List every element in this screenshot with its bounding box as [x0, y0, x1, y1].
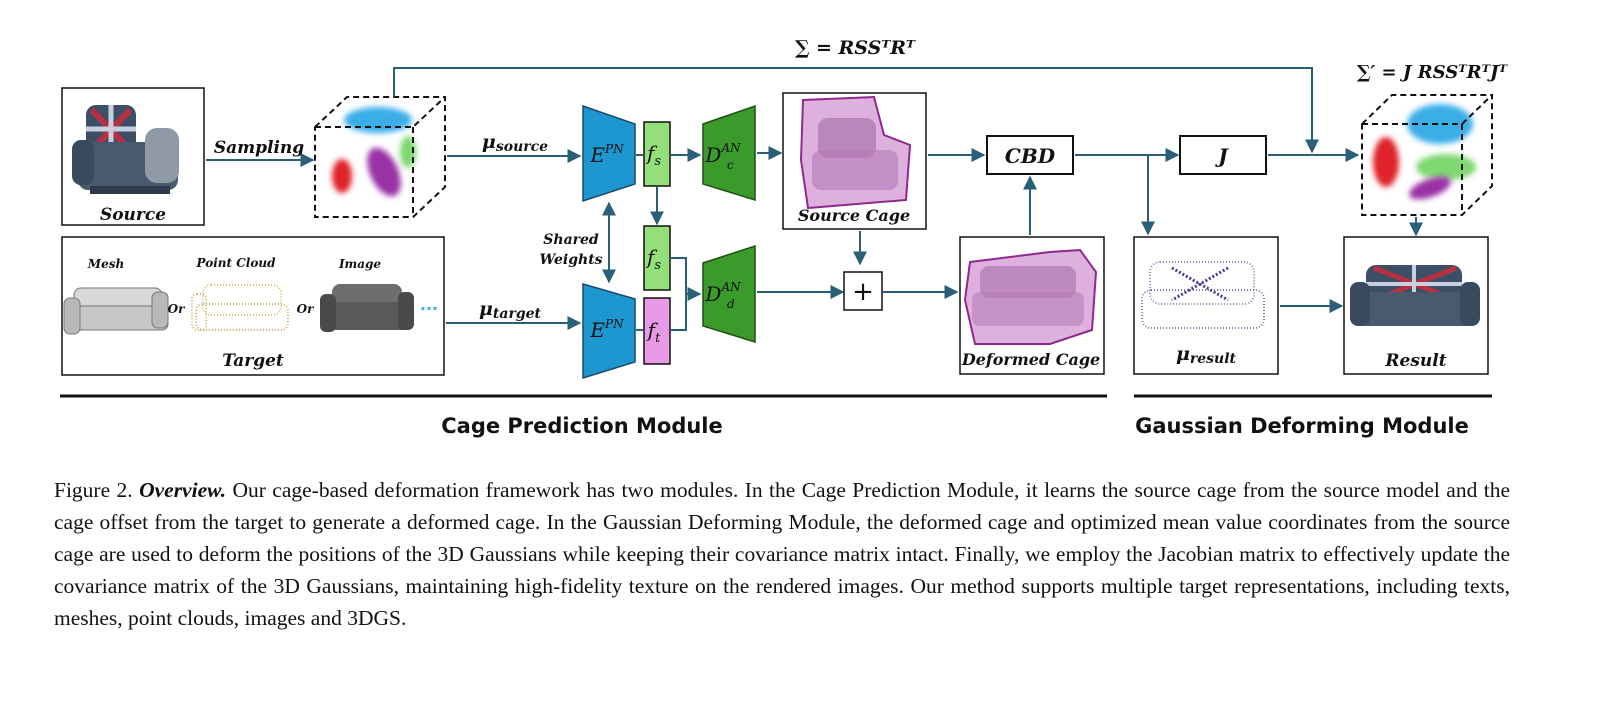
deformed-gaussian-cube — [1361, 94, 1493, 216]
shared-weights-line1: Shared — [543, 232, 599, 248]
mesh-label: Mesh — [87, 257, 124, 271]
svg-text:CBD: CBD — [1005, 144, 1056, 168]
feature-fs-top: fs — [643, 121, 671, 187]
sigma-formula: ∑ = RSSᵀRᵀ — [795, 37, 916, 59]
overview-diagram: Source Sampling ∑ = RSSᵀRᵀ μsource Mesh … — [60, 37, 1509, 438]
target-panel: Mesh Point Cloud Image Or Or ··· Target — [61, 236, 445, 376]
caption-title: Overview. — [139, 478, 227, 502]
mu-result-panel: μresult — [1133, 236, 1279, 375]
feature-ft: ft — [643, 297, 671, 365]
mu-source-label: μsource — [482, 131, 548, 155]
svg-text:DAN: DAN — [704, 280, 741, 306]
svg-text:+: + — [852, 277, 874, 307]
result-panel: Result — [1343, 236, 1489, 375]
plus-node: + — [843, 271, 883, 311]
result-label: Result — [1384, 351, 1446, 371]
svg-text:EPN: EPN — [589, 317, 624, 342]
concat-bracket — [671, 257, 687, 331]
or-label-2: Or — [297, 302, 315, 316]
figure-caption: Figure 2. Overview. Our cage-based defor… — [54, 474, 1510, 634]
svg-text:J: J — [1214, 144, 1229, 168]
caption-prefix: Figure 2. — [54, 478, 133, 502]
source-gaussian-cube — [314, 96, 446, 218]
deformed-cage-panel: Deformed Cage — [959, 236, 1105, 375]
image-sofa — [320, 284, 414, 332]
image-label: Image — [338, 257, 381, 271]
cbd-node: CBD — [986, 135, 1074, 175]
source-panel: Source — [61, 87, 205, 226]
source-label: Source — [100, 205, 166, 225]
decoder-deform: DAN d — [702, 244, 756, 344]
or-label-1: Or — [168, 302, 186, 316]
source-armchair-image — [72, 105, 179, 194]
feature-fs-bottom: fs — [643, 225, 671, 291]
covariance-arrow — [393, 67, 1319, 154]
cage-module-label: Cage Prediction Module — [441, 414, 723, 438]
source-cage-label: Source Cage — [798, 206, 910, 225]
decoder-cage: DAN c — [702, 104, 756, 202]
point-cloud-label: Point Cloud — [196, 256, 277, 270]
caption-text: Our cage-based deformation framework has… — [54, 478, 1511, 630]
sigma-prime-formula: ∑′ = J RSSᵀRᵀJᵀ — [1357, 62, 1509, 83]
svg-text:d: d — [727, 297, 735, 311]
mu-result-label: μresult — [1176, 343, 1237, 367]
mesh-sofa-image — [63, 287, 169, 335]
point-cloud-sofa-image — [191, 284, 289, 331]
ellipsis: ··· — [420, 299, 438, 318]
svg-text:EPN: EPN — [589, 142, 624, 167]
target-label: Target — [222, 351, 284, 371]
deformed-cage-label: Deformed Cage — [961, 350, 1100, 369]
result-sofa-image — [1350, 265, 1480, 326]
svg-text:c: c — [727, 158, 734, 172]
encoder-target: EPN — [582, 283, 636, 380]
source-cage-panel: Source Cage — [782, 92, 927, 230]
result-point-cloud-image — [1141, 261, 1265, 329]
shared-weights-line2: Weights — [539, 252, 602, 268]
svg-text:DAN: DAN — [704, 141, 741, 167]
jacobian-node: J — [1179, 135, 1267, 175]
sampling-label: Sampling — [214, 138, 304, 158]
encoder-source: EPN — [582, 104, 636, 203]
gaussian-module-label: Gaussian Deforming Module — [1135, 414, 1469, 438]
mu-target-label: μtarget — [479, 298, 542, 322]
